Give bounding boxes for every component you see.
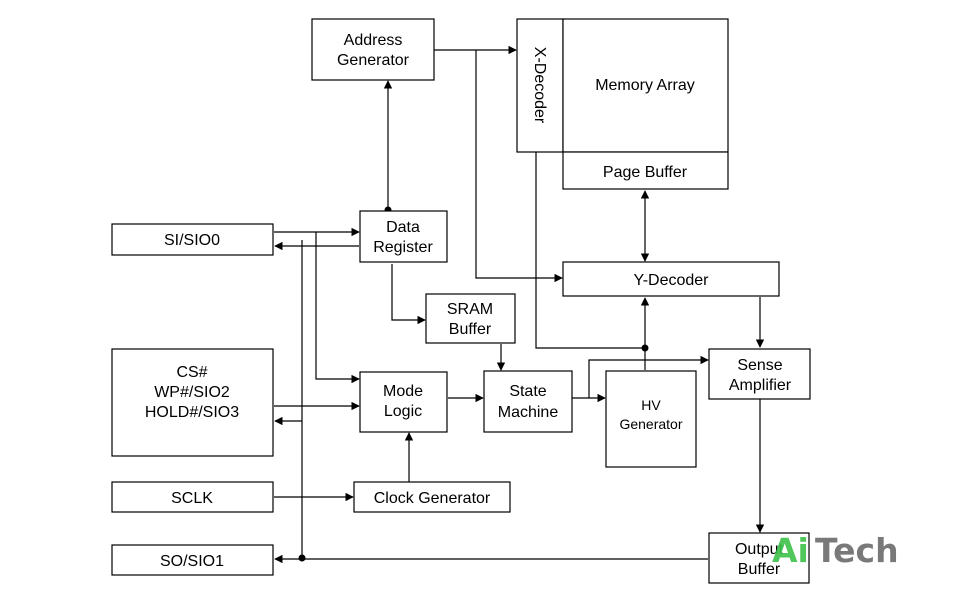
sense-amplifier-label-line1: Sense [737, 357, 782, 374]
sense-amplifier-block: Sense Amplifier [708, 348, 811, 400]
watermark-ai: Ai [772, 531, 809, 570]
hv-generator-label-line1: HV [641, 397, 661, 413]
memory-array-block: Memory Array [562, 18, 729, 153]
sclk-block: SCLK [111, 481, 274, 513]
hold-sio3-pin-label: HOLD#/SIO3 [145, 404, 239, 421]
aitech-watermark: Ai Tech [772, 531, 899, 570]
x-decoder-block: X-Decoder [516, 18, 564, 153]
cs-pin-label: CS# [176, 364, 207, 381]
mode-logic-block: Mode Logic [359, 371, 448, 433]
data-register-label-line2: Register [373, 239, 433, 256]
state-machine-label-line2: Machine [498, 404, 559, 421]
memory-array-label: Memory Array [595, 77, 695, 94]
so-sio1-label: SO/SIO1 [160, 553, 224, 570]
mode-logic-label-line2: Logic [384, 403, 422, 420]
watermark-tech: Tech [815, 531, 899, 570]
y-decoder-block: Y-Decoder [562, 261, 780, 297]
x-decoder-label: X-Decoder [531, 47, 548, 124]
output-buffer-label-line2: Buffer [738, 561, 781, 578]
hv-generator-label-line2: Generator [619, 416, 682, 432]
control-pins-block: CS# WP#/SIO2 HOLD#/SIO3 [111, 348, 274, 457]
sram-buffer-label-line1: SRAM [447, 301, 493, 318]
hv-generator-block: HV Generator [605, 370, 697, 468]
so-sio1-block: SO/SIO1 [111, 544, 274, 576]
sense-amplifier-label-line2: Amplifier [729, 377, 792, 394]
page-buffer-block: Page Buffer [562, 151, 729, 190]
state-machine-label-line1: State [509, 383, 546, 400]
sram-buffer-label-line2: Buffer [449, 321, 492, 338]
si-sio0-label: SI/SIO0 [164, 232, 220, 249]
data-register-label-line1: Data [386, 219, 420, 236]
address-generator-label-line2: Generator [337, 52, 410, 69]
clock-generator-block: Clock Generator [353, 481, 511, 513]
data-register-block: Data Register [359, 210, 448, 263]
address-generator-block: Address Generator [311, 18, 435, 81]
output-buffer-label-line1: Output [735, 541, 784, 558]
page-buffer-label: Page Buffer [603, 164, 688, 181]
mode-logic-label-line1: Mode [383, 383, 423, 400]
state-machine-block: State Machine [483, 370, 573, 433]
address-generator-label-line1: Address [344, 32, 403, 49]
y-decoder-label: Y-Decoder [633, 272, 709, 289]
sram-buffer-block: SRAM Buffer [425, 293, 516, 344]
sclk-label: SCLK [171, 490, 213, 507]
connection-lines [274, 45, 765, 564]
output-buffer-block: Output Buffer [708, 532, 810, 584]
si-sio0-block: SI/SIO0 [111, 223, 274, 256]
wp-sio2-pin-label: WP#/SIO2 [154, 384, 230, 401]
clock-generator-label: Clock Generator [374, 490, 491, 507]
